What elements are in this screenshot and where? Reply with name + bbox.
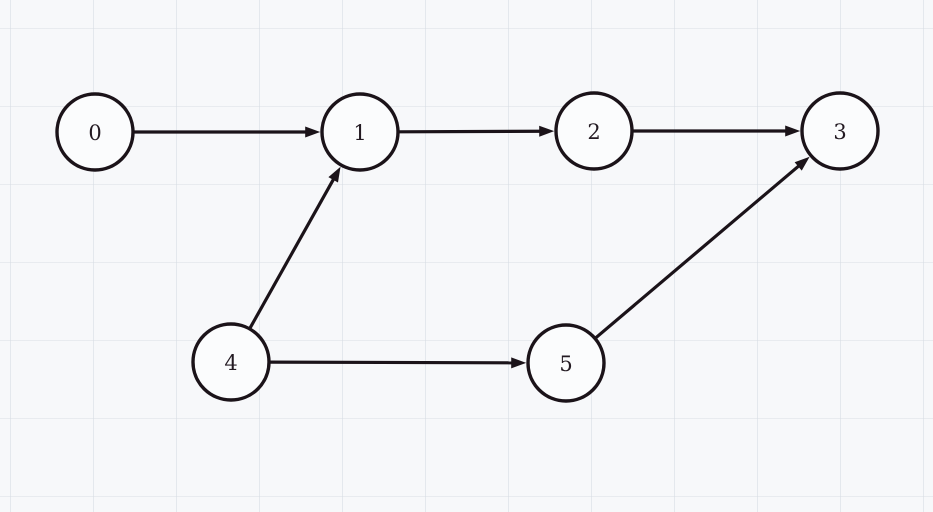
node-circle-4[interactable]	[191, 322, 271, 402]
arrowhead-4-to-5	[511, 357, 527, 369]
arrowhead-4-to-1	[328, 166, 341, 183]
graph-node-1[interactable]: 1	[320, 92, 400, 172]
nodes-group: 0 1 2 3 4 5	[55, 91, 880, 403]
arrowhead-0-to-1	[305, 126, 321, 138]
graph-node-3[interactable]: 3	[800, 91, 880, 171]
node-circle-3[interactable]	[800, 91, 880, 171]
node-circle-0[interactable]	[55, 92, 135, 172]
node-circle-1[interactable]	[320, 92, 400, 172]
edges-group	[134, 125, 810, 369]
node-label-0: 0	[88, 121, 101, 145]
node-label-5: 5	[559, 352, 572, 376]
node-circle-2[interactable]	[554, 91, 634, 171]
graph-node-2[interactable]: 2	[554, 91, 634, 171]
node-label-1: 1	[353, 121, 366, 145]
arrowhead-1-to-2	[539, 125, 555, 137]
graph-node-4[interactable]: 4	[191, 322, 271, 402]
graph-node-0[interactable]: 0	[55, 92, 135, 172]
arrowhead-2-to-3	[785, 125, 801, 137]
arrowhead-5-to-3	[794, 156, 810, 171]
edge-1-to-2	[399, 129, 542, 134]
edge-4-to-1	[248, 176, 336, 329]
node-label-4: 4	[224, 351, 237, 375]
edge-4-to-5	[270, 360, 514, 365]
edge-5-to-3	[594, 163, 802, 339]
node-label-3: 3	[833, 120, 846, 144]
graph-node-5[interactable]: 5	[526, 323, 606, 403]
node-label-2: 2	[587, 120, 600, 144]
node-circle-5[interactable]	[526, 323, 606, 403]
